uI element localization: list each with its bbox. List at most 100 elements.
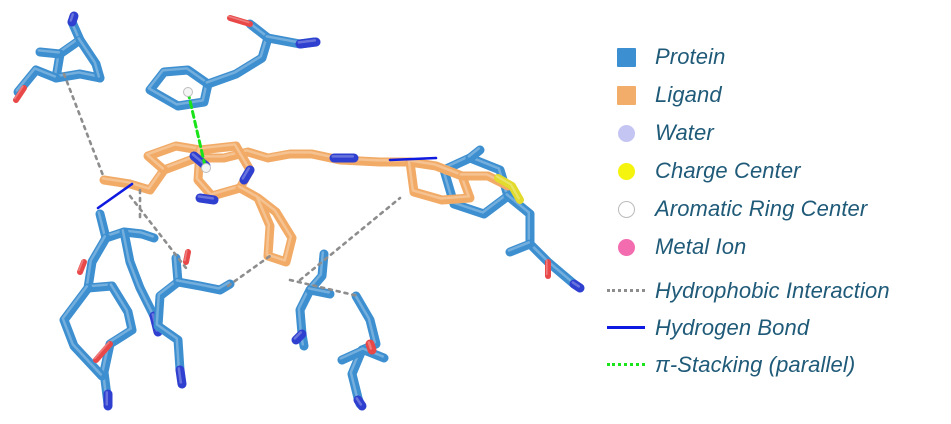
oxygen-bond (365, 339, 377, 355)
ligand-molecule (99, 141, 524, 267)
protein-bond-highlight (61, 285, 103, 376)
protein-bond (119, 227, 159, 321)
protein-bond-highlight (121, 229, 155, 316)
protein-bond (305, 285, 335, 299)
legend-item-aromatic-ring-center: Aromatic Ring Center (604, 190, 949, 228)
nitrogen-bond-highlight (177, 367, 183, 384)
hydrophobic-interaction-line (62, 72, 106, 180)
nitrogen-bond-highlight (571, 281, 581, 288)
oxygen-bond-highlight (227, 15, 250, 24)
ligand-ring-bond-highlight (407, 159, 471, 200)
legend-item-pi-stacking: π-Stacking (parallel) (604, 346, 949, 383)
legend-item-metal-ion: Metal Ion (604, 228, 949, 266)
legend-item-ligand: Ligand (604, 76, 949, 114)
nitrogen-bond (175, 365, 187, 389)
interaction-lines (62, 72, 438, 298)
solid-line-icon (604, 309, 648, 347)
protein-bond-highlight (205, 21, 269, 84)
nitrogen-bond (67, 11, 79, 27)
ligand-ring-bond-highlight (145, 143, 201, 170)
protein-bond (75, 35, 105, 83)
nitrogen-bond (291, 329, 307, 345)
nitrogen-bond (353, 395, 367, 411)
protein-bond (337, 345, 389, 365)
legend-item-protein: Protein (604, 38, 949, 76)
oxygen-bond-highlight (183, 249, 188, 262)
protein-bond (173, 277, 235, 295)
protein-bond-highlight (155, 255, 181, 370)
oxygen-bond-highlight (367, 341, 373, 350)
protein-bond (59, 283, 107, 381)
legend-item-water: Water (604, 114, 949, 152)
legend-label: Water (655, 120, 714, 145)
nitrogen-bond-highlight (293, 331, 303, 340)
oxygen-bond (13, 85, 27, 103)
ligand-ring-bond (235, 183, 297, 267)
protein-bond (203, 19, 273, 89)
protein-bond-highlight (175, 279, 231, 290)
legend-label: Hydrogen Bond (655, 314, 810, 340)
nitrogen-bond (569, 279, 585, 293)
legend-label: Protein (655, 44, 726, 69)
legend-label: Metal Ion (655, 234, 747, 259)
ligand-ring-bond-highlight (237, 185, 293, 262)
oxygen-bond (227, 15, 253, 27)
protein-bond (13, 65, 61, 97)
charge-center-circle-icon (604, 152, 648, 190)
oxygen-bond (77, 259, 87, 275)
dotted-line-icon (604, 272, 648, 310)
nitrogen-bond (195, 193, 219, 205)
aromatic-ring-center (183, 87, 193, 97)
hydrogen-bond-line (96, 182, 134, 210)
hydrophobic-interaction-line (226, 254, 272, 288)
protein-swatch-icon (604, 38, 648, 76)
ligand-ring-bond (143, 141, 205, 175)
metal-ion-circle-icon (604, 228, 648, 266)
oxygen-bond-highlight (77, 259, 84, 272)
nitrogen-bond-highlight (197, 195, 215, 200)
oxygen-bond-highlight (13, 85, 24, 100)
oxygen-bond (183, 249, 191, 265)
protein-bond-highlight (85, 235, 113, 288)
legend-label: π-Stacking (parallel) (655, 351, 856, 377)
protein-bond (35, 47, 65, 59)
legend-item-charge-center: Charge Center (604, 152, 949, 190)
nitrogen-bond (239, 165, 255, 185)
nitrogen-bond (295, 37, 321, 49)
protein-bond-highlight (339, 347, 385, 360)
nitrogen-bond-highlight (69, 13, 75, 22)
protein-bond-highlight (77, 37, 101, 78)
sulfur-bond (494, 174, 524, 204)
pi-stacking-line (186, 90, 208, 172)
protein-bond (465, 145, 485, 163)
aromatic-ring-center (201, 163, 211, 173)
protein-bond-highlight (53, 19, 101, 78)
hydrogen-bond-line (388, 156, 438, 162)
protein-bond-highlight (507, 241, 531, 252)
nitrogen-bond-highlight (297, 39, 317, 44)
protein-bond-highlight (467, 147, 481, 158)
oxygen-bond-highlight (93, 341, 110, 360)
protein-bond-highlight (15, 67, 57, 92)
legend-label: Charge Center (655, 158, 801, 183)
interaction-structure-view (13, 11, 585, 411)
sulfur-bond-highlight (495, 175, 520, 200)
ligand-ring-bond (405, 157, 475, 205)
legend-label: Aromatic Ring Center (655, 196, 868, 221)
protein-bond (83, 233, 117, 293)
aromatic-ring-circle-icon (604, 190, 648, 228)
legend-item-hydrophobic-interaction: Hydrophobic Interaction (604, 272, 949, 309)
protein-bond-highlight (307, 287, 331, 294)
hydrophobic-interaction-line (288, 278, 360, 298)
legend-label: Ligand (655, 82, 722, 107)
aromatic-ring-centers (183, 87, 211, 173)
dotted-line-icon (604, 346, 648, 384)
protein-residues (13, 11, 585, 411)
legend-item-hydrogen-bond: Hydrogen Bond (604, 309, 949, 346)
nitrogen-bond-highlight (355, 397, 363, 406)
hydrophobic-interaction-line (298, 196, 402, 282)
protein-bond-highlight (37, 49, 61, 54)
protein-bond (505, 239, 535, 257)
nitrogen-bond-highlight (241, 167, 251, 180)
water-circle-icon (604, 114, 648, 152)
